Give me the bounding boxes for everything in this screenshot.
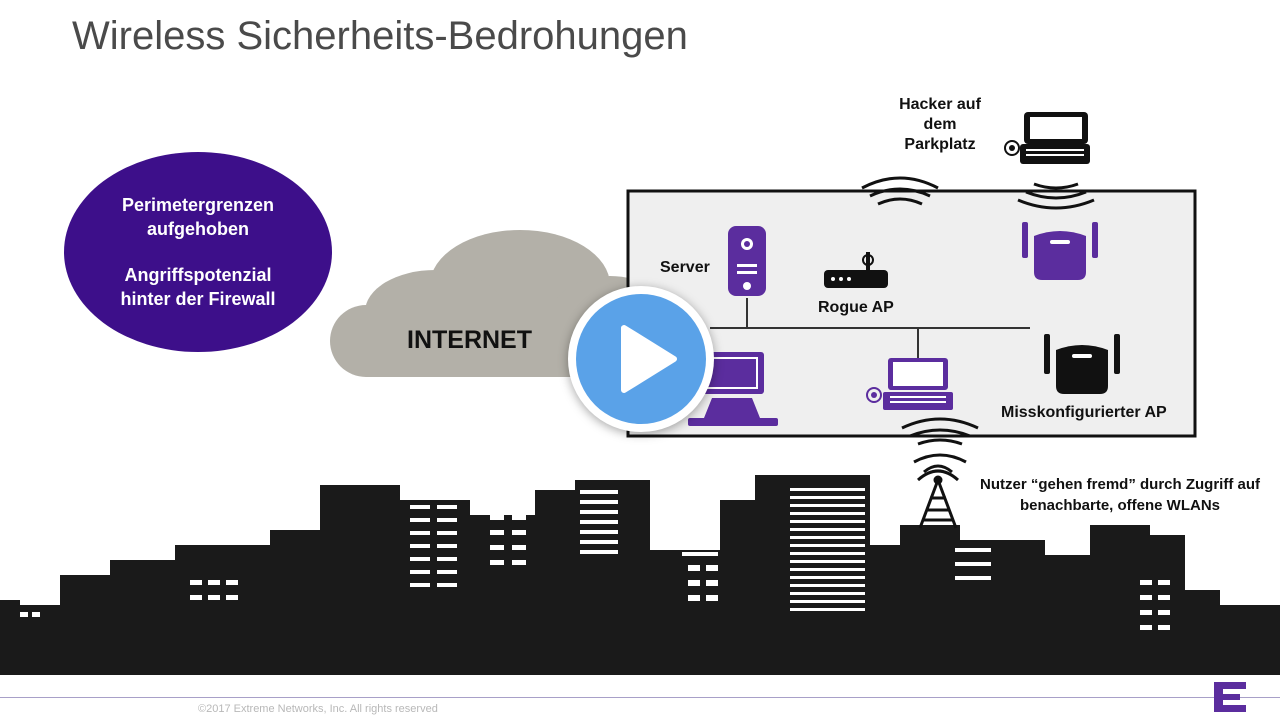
radio-tower-icon xyxy=(916,464,960,529)
extreme-logo xyxy=(1214,682,1246,712)
hacker-label-text: Hacker auf dem Parkplatz xyxy=(899,96,981,153)
skyline-windows xyxy=(20,488,1170,630)
footer-divider xyxy=(0,697,1280,698)
hacker-laptop-icon xyxy=(1004,112,1090,164)
copyright-text: ©2017 Extreme Networks, Inc. All rights … xyxy=(198,703,438,715)
fine-print-placeholder xyxy=(360,642,920,662)
oval-line-1: Perimetergrenzen aufgehoben xyxy=(121,195,275,239)
internet-label: INTERNET xyxy=(407,326,532,354)
city-skyline xyxy=(0,475,1280,675)
hacker-label: Hacker auf dem Parkplatz xyxy=(880,95,1000,155)
oval-line-2: Angriffspotenzial hinter der Firewall xyxy=(120,265,276,309)
perimeter-oval: Perimetergrenzen aufgehoben Angriffspote… xyxy=(64,152,332,352)
rogue-ap-label: Rogue AP xyxy=(818,299,894,316)
misconfigured-ap-label: Misskonfigurierter AP xyxy=(1001,404,1167,421)
desktop-icon xyxy=(688,352,778,426)
play-button[interactable] xyxy=(568,286,714,432)
play-icon xyxy=(621,325,677,393)
users-note: Nutzer “gehen fremd” durch Zugriff auf b… xyxy=(979,476,1260,514)
slide-title: Wireless Sicherheits-Bedrohungen xyxy=(72,14,688,58)
server-icon xyxy=(728,226,766,296)
laptop-icon xyxy=(866,358,953,410)
access-point-icon xyxy=(1022,222,1098,280)
router-icon xyxy=(824,252,888,288)
server-label: Server xyxy=(660,259,710,276)
misconfigured-ap-icon xyxy=(1044,334,1120,394)
wifi-waves-icon xyxy=(861,176,1095,464)
